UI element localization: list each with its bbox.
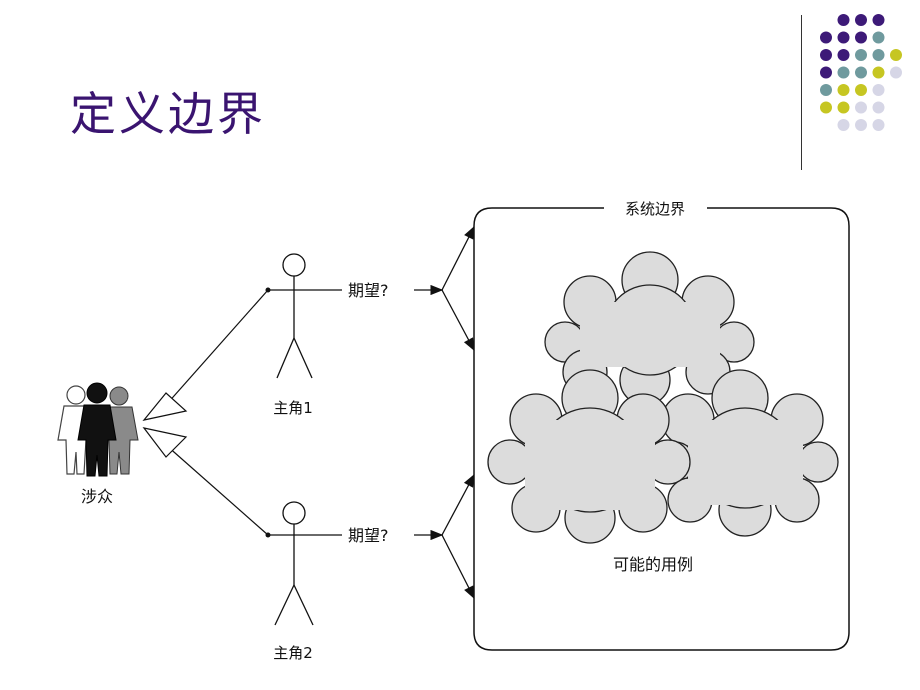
actor1-expectation-label: 期望? — [348, 281, 389, 300]
decorative-dot — [837, 119, 850, 131]
generalization-arrow-actor2 — [142, 427, 269, 536]
actor2-fork-arrows — [441, 473, 475, 600]
actor1-stick-figure — [268, 253, 342, 379]
usecases-label: 可能的用例 — [613, 555, 693, 574]
decorative-dot — [855, 119, 867, 131]
decorative-dot — [855, 101, 867, 114]
stakeholders-group-icon — [57, 382, 139, 477]
decorative-dot-grid — [820, 14, 902, 131]
actor1-fork-arrows — [441, 225, 475, 352]
decorative-dot — [872, 119, 885, 131]
system-boundary — [473, 207, 850, 651]
stakeholders-label: 涉众 — [81, 487, 113, 506]
decorative-dot — [837, 84, 850, 96]
decorative-dot — [837, 101, 850, 114]
decorative-dot — [855, 49, 867, 61]
decorative-dot — [872, 84, 885, 96]
actor1-connector-dot — [265, 287, 271, 293]
system-boundary-label: 系统边界 — [625, 200, 685, 218]
decorative-dot — [837, 14, 850, 26]
slide-title: 定义边界 — [70, 87, 266, 141]
actor2-stick-figure — [268, 501, 342, 626]
decorative-dot — [872, 66, 885, 79]
usecase-cloud-top — [544, 251, 755, 406]
decorative-dot — [820, 101, 832, 114]
decorative-dot — [890, 49, 902, 61]
decorative-dot — [820, 66, 832, 79]
decorative-dot — [837, 31, 850, 44]
decorative-dot — [890, 66, 902, 79]
actor1-label: 主角1 — [273, 399, 313, 417]
decorative-dot — [820, 49, 832, 61]
decorative-dot — [837, 66, 850, 79]
decorative-dot — [872, 31, 885, 44]
decorative-dot — [855, 66, 867, 79]
decorative-dot — [872, 14, 885, 26]
decorative-dot — [820, 31, 832, 44]
generalization-arrow-actor1 — [142, 289, 269, 421]
actor2-expectation-label: 期望? — [348, 526, 389, 545]
decorative-dot — [820, 84, 832, 96]
decorative-divider — [801, 15, 802, 170]
decorative-dot — [872, 101, 885, 114]
decorative-dot — [872, 49, 885, 61]
decorative-dot — [855, 14, 867, 26]
decorative-dot — [855, 31, 867, 44]
usecase-cloud-left — [487, 369, 691, 544]
decorative-dot — [837, 49, 850, 61]
actor2-connector-dot — [265, 532, 271, 538]
decorative-dot — [855, 84, 867, 96]
usecase-cloud-right — [654, 369, 839, 537]
actor2-label: 主角2 — [273, 644, 313, 662]
